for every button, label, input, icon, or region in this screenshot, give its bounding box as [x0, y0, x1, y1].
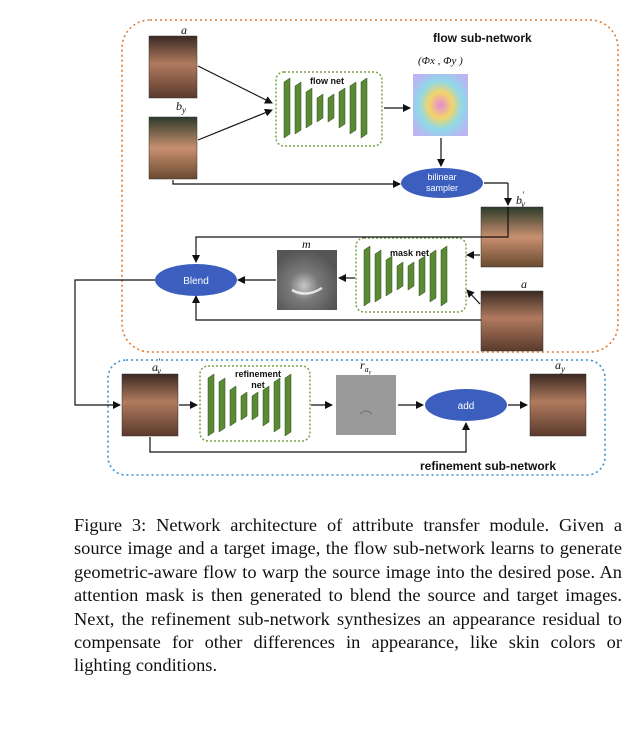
- refinement-net-box: [199, 365, 311, 442]
- flow-net-box: [275, 71, 383, 147]
- attention-mask-image: [277, 250, 337, 310]
- output-label: ay: [555, 358, 565, 374]
- mask-label: m: [302, 237, 311, 251]
- residual-label: ray: [360, 358, 372, 376]
- refinement-input-label: a′y: [152, 357, 161, 376]
- input-face-by-image: [148, 116, 198, 180]
- warped-by-label: b′y: [516, 190, 525, 209]
- refinement-subnetwork-title: refinement sub-network: [420, 459, 556, 473]
- source-face-a-image: [480, 290, 544, 352]
- blended-face-image: [121, 373, 179, 437]
- figure-caption: Figure 3: Network architecture of attrib…: [74, 515, 622, 676]
- bilinear-sampler-label-line2: sampler: [426, 183, 458, 193]
- blend-label: Blend: [183, 276, 209, 287]
- bilinear-sampler-node: [401, 168, 483, 198]
- mask-net-layers: [363, 245, 448, 307]
- input-by-label: by: [176, 99, 186, 115]
- add-label: add: [458, 401, 475, 412]
- flow-field-image: [413, 74, 468, 136]
- input-face-a-image: [148, 35, 198, 99]
- mask-net-label: mask net: [390, 248, 429, 258]
- add-node: [425, 389, 507, 421]
- flow-output-label: (Φx , Φy ): [418, 55, 463, 67]
- flow-net-layers: [283, 77, 368, 139]
- source-a-label: a: [521, 277, 527, 291]
- flow-subnetwork-title: flow sub-network: [433, 31, 532, 45]
- refinement-net-layers: [207, 373, 292, 437]
- flow-subnetwork-container: [121, 19, 619, 353]
- output-face-image: [529, 373, 587, 437]
- architecture-diagram: flow sub-network refinement sub-network …: [74, 19, 619, 476]
- blend-node: [155, 264, 237, 296]
- appearance-residual-image: [336, 375, 396, 435]
- flow-net-label: flow net: [310, 76, 344, 86]
- refinement-net-label-line1: refinement: [235, 369, 281, 379]
- input-a-label: a: [181, 23, 187, 37]
- refinement-net-label-line2: net: [251, 380, 265, 390]
- bilinear-sampler-label-line1: bilinear: [427, 172, 456, 182]
- mask-net-box: [355, 237, 467, 313]
- refinement-subnetwork-container: [107, 359, 606, 476]
